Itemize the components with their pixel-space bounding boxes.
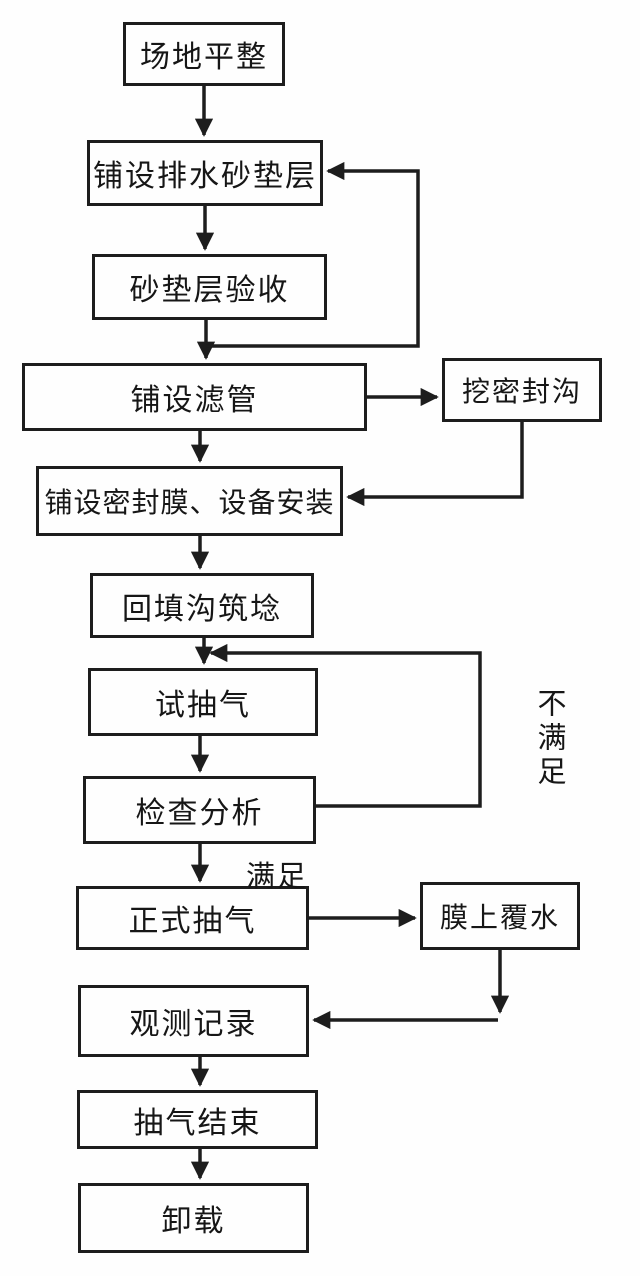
node-dig-sealing-trench: 挖密封沟 [442,358,602,422]
node-inspection-analysis: 检查分析 [83,776,316,844]
node-trial-air-pumping: 试抽气 [88,668,318,736]
connector-acceptance-feedback-loop [206,161,420,348]
node-lay-drainage-sand-cushion: 铺设排水砂垫层 [87,140,323,206]
node-air-pumping-end: 抽气结束 [77,1090,318,1149]
node-lay-sealing-membrane-and-equipment-install: 铺设密封膜、设备安装 [36,466,343,536]
node-site-leveling: 场地平整 [123,22,285,86]
node-backfill-trench-build-embankment: 回填沟筑埝 [90,573,314,638]
connector-not-satisfied-feedback-loop [209,643,482,808]
node-sand-cushion-acceptance: 砂垫层验收 [92,254,327,320]
node-water-cover-on-membrane: 膜上覆水 [420,882,580,950]
node-observation-records: 观测记录 [78,985,309,1057]
edge-label-not-satisfied: 不满足 [533,688,565,790]
connector-dig-trench-to-membrane [346,422,524,507]
node-lay-filter-pipes: 铺设滤管 [22,363,367,431]
node-formal-air-pumping: 正式抽气 [76,886,309,950]
node-unloading: 卸载 [78,1183,309,1253]
edge-label-satisfied: 满足 [246,861,309,893]
